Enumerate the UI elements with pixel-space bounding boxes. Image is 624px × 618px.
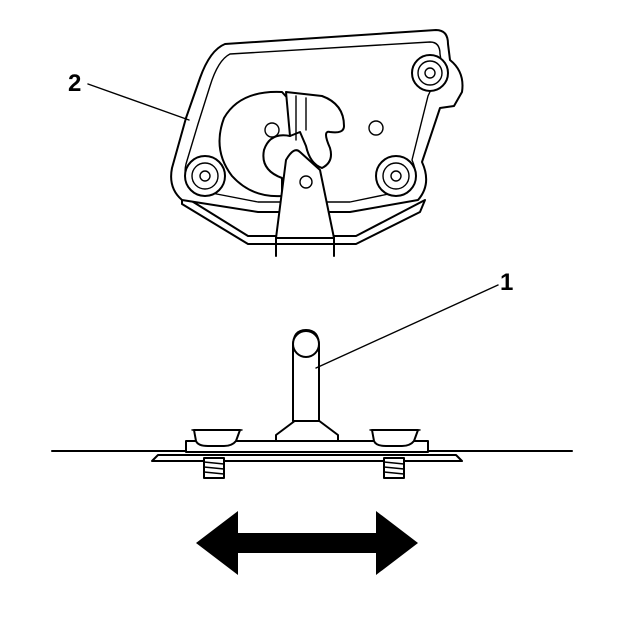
- callout-2-label: 2: [68, 70, 81, 97]
- callout-2-leader: [87, 83, 190, 121]
- callout-1-leader: [315, 284, 499, 369]
- double-arrow-icon: [196, 511, 418, 575]
- latch-assembly: [170, 29, 464, 257]
- callout-1-label: 1: [500, 269, 513, 296]
- callout-1: 1: [315, 269, 513, 369]
- striker-assembly: [51, 329, 573, 479]
- callout-2: 2: [68, 70, 190, 121]
